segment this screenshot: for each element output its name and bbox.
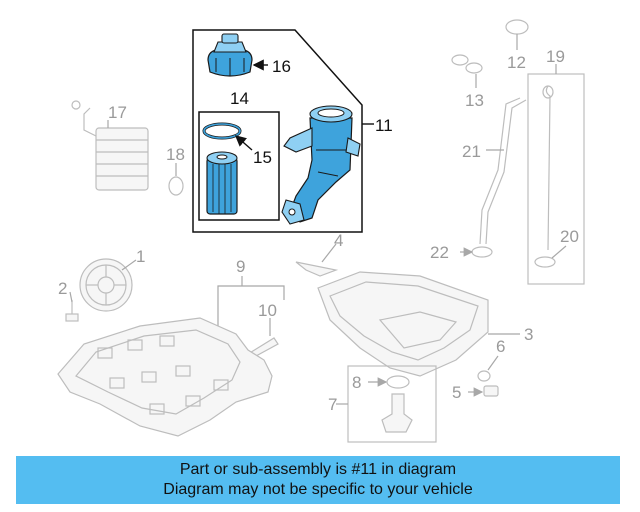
assembly-11-frame	[192, 29, 363, 233]
banner-line-2: Diagram may not be specific to your vehi…	[163, 481, 473, 498]
o-ring-15[interactable]	[202, 122, 253, 151]
callout-16: 16	[272, 57, 291, 76]
callout-22: 22	[430, 243, 449, 262]
bolt-2[interactable]	[65, 291, 79, 322]
dipstick-tube-21[interactable]	[479, 97, 527, 245]
filter-element[interactable]	[206, 151, 238, 215]
callout-13: 13	[465, 91, 484, 110]
seals-13[interactable]	[451, 54, 483, 88]
callout-1: 1	[136, 247, 145, 266]
filter-kit-14-frame	[198, 111, 280, 221]
engine-bedplate[interactable]	[57, 317, 273, 437]
callout-2: 2	[58, 279, 67, 298]
callout-19: 19	[546, 47, 565, 66]
info-banner: Part or sub-assembly is #11 in diagram D…	[16, 456, 620, 504]
washer-6[interactable]	[477, 355, 499, 382]
callout-21: 21	[462, 142, 481, 161]
callout-17: 17	[108, 103, 127, 122]
oil-pan-3[interactable]	[317, 271, 520, 377]
callout-5: 5	[452, 383, 461, 402]
sensor-group-7[interactable]	[336, 365, 437, 443]
callout-15: 15	[253, 148, 272, 167]
dipstick-19[interactable]	[527, 64, 585, 285]
callout-18: 18	[166, 145, 185, 164]
callout-4: 4	[334, 231, 343, 250]
callout-10: 10	[258, 301, 277, 320]
callout-11: 11	[375, 116, 393, 135]
filter-cap-16[interactable]	[207, 33, 268, 77]
callout-8: 8	[352, 373, 361, 392]
oil-filter-housing-group[interactable]: 16 14 15 11	[192, 29, 393, 233]
parts-diagram: 16 14 15 11	[57, 19, 585, 443]
callout-7: 7	[328, 395, 337, 414]
banner-line-1: Part or sub-assembly is #11 in diagram	[179, 461, 457, 478]
callout-20: 20	[560, 227, 579, 246]
callout-12: 12	[507, 53, 526, 72]
drain-plug-5[interactable]	[468, 385, 499, 397]
callout-3: 3	[524, 325, 533, 344]
seal-18[interactable]	[168, 163, 184, 196]
callout-6: 6	[496, 337, 505, 356]
o-ring-22[interactable]	[460, 246, 493, 258]
callout-9: 9	[236, 257, 245, 276]
oil-cooler-17[interactable]	[71, 100, 149, 191]
callout-14: 14	[230, 89, 249, 108]
oil-cap-12[interactable]	[505, 19, 529, 50]
oil-filter-housing-11[interactable]	[281, 105, 361, 225]
pulley-1[interactable]	[79, 258, 137, 312]
o-ring-20[interactable]	[534, 245, 567, 268]
gasket-4[interactable]	[295, 243, 339, 277]
